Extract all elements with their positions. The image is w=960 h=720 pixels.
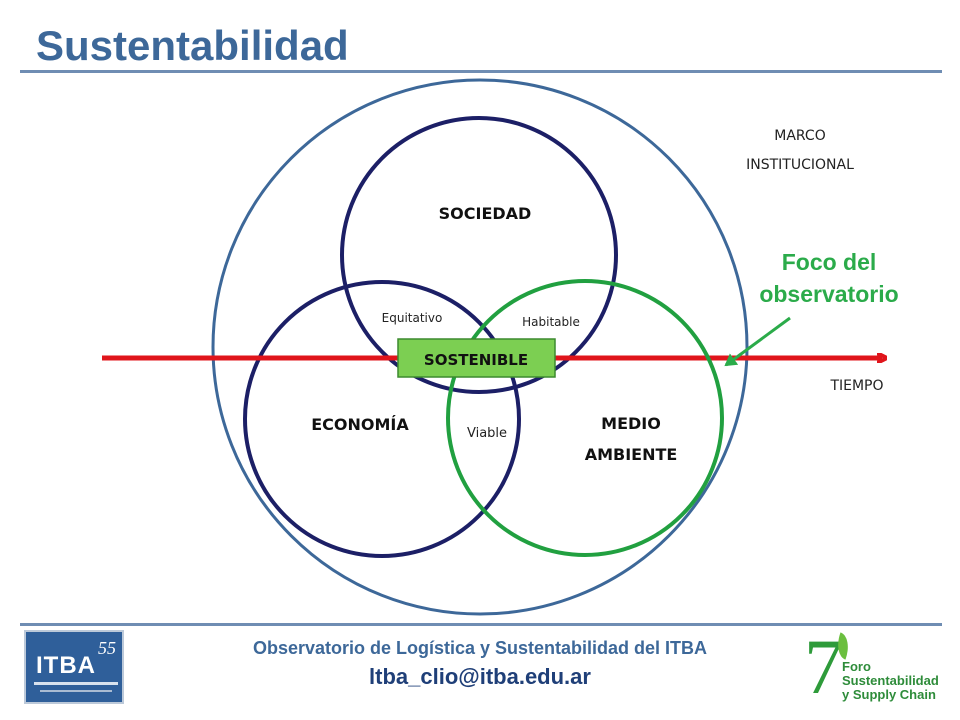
equitativo-label: Equitativo <box>382 311 443 325</box>
itba-logo-word: ITBA <box>36 652 96 679</box>
viable-label: Viable <box>467 426 507 441</box>
footer-divider <box>20 623 942 626</box>
itba-logo-number: 55 <box>98 638 116 658</box>
foco-pointer-arrow <box>724 316 791 367</box>
page-title: Sustentabilidad <box>36 22 349 69</box>
medio-ambiente-circle <box>446 279 724 557</box>
economia-circle <box>243 280 521 558</box>
sostenible-label: SOSTENIBLE <box>424 351 528 369</box>
sociedad-circle <box>340 116 618 394</box>
marco-institucional-circle <box>211 78 749 616</box>
medio-label-line1: MEDIO <box>601 414 661 433</box>
foro-logo-digit: 7 <box>804 623 843 710</box>
itba-logo: ITBA 55 <box>24 630 124 704</box>
footer-email: ltba_clio@itba.edu.ar <box>369 664 591 689</box>
foco-label-line1: Foco del <box>782 249 877 275</box>
itba-logo-stripe <box>34 682 118 685</box>
marco-label-line2: INSTITUCIONAL <box>746 157 854 173</box>
marco-label-line1: MARCO <box>774 128 825 144</box>
footer-organization: Observatorio de Logística y Sustentabili… <box>252 638 708 658</box>
tiempo-label: TIEMPO <box>829 378 883 394</box>
foro-logo-line1: Foro <box>842 659 871 674</box>
economia-label: ECONOMÍA <box>311 415 409 434</box>
foro-logo-line3: y Supply Chain <box>842 687 936 702</box>
medio-label-line2: AMBIENTE <box>585 445 678 464</box>
foro-logo: 7 Foro Sustentabilidad y Supply Chain <box>800 623 950 710</box>
sostenible-box <box>397 338 556 378</box>
title-divider <box>20 70 942 73</box>
habitable-label: Habitable <box>522 315 580 329</box>
itba-logo-stripe <box>40 690 112 692</box>
foro-logo-line2: Sustentabilidad <box>842 673 939 688</box>
sociedad-label: SOCIEDAD <box>439 204 532 223</box>
foco-label-line2: observatorio <box>759 281 898 307</box>
